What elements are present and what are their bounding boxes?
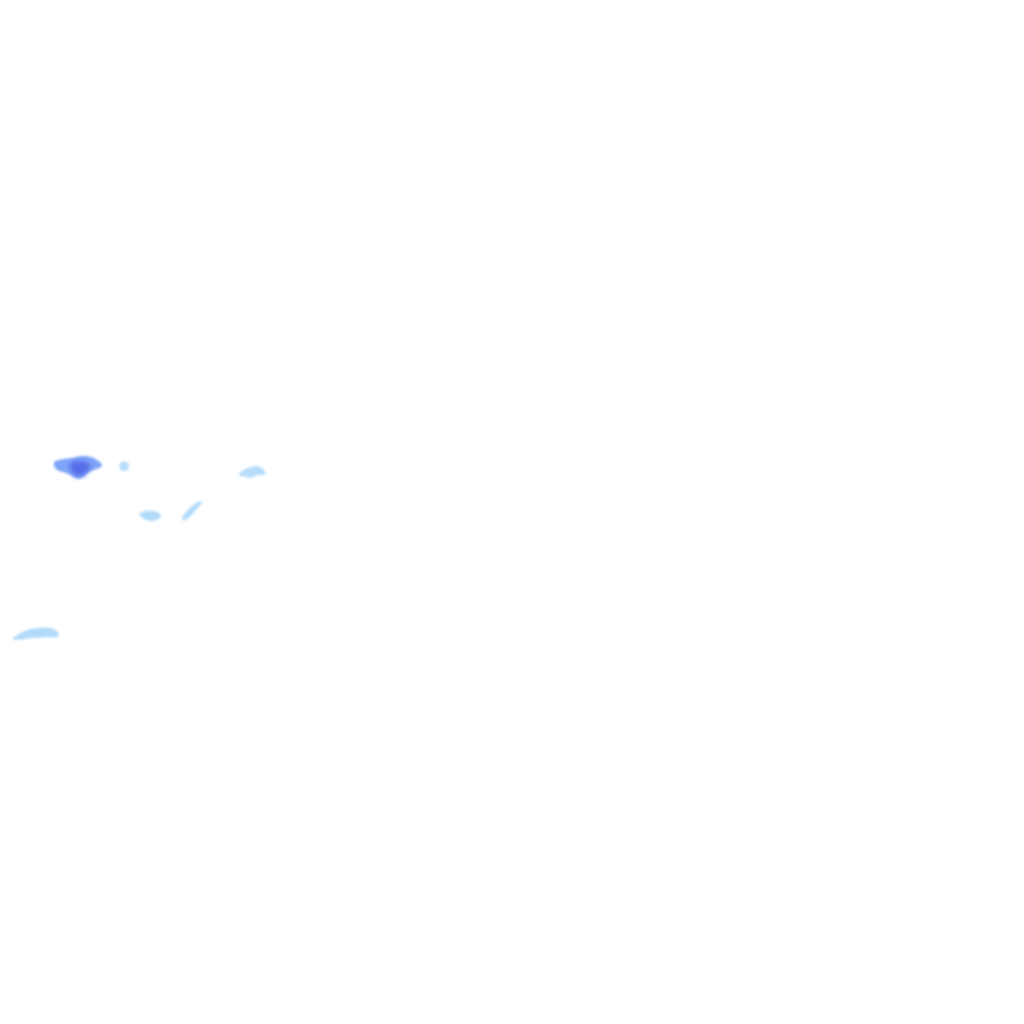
echo-streak-c <box>238 466 266 479</box>
echo-band-f <box>12 627 59 640</box>
echo-patch-d <box>139 510 161 522</box>
echo-cluster-a <box>54 456 102 479</box>
echo-streak-e <box>181 501 202 521</box>
precipitation-layer <box>12 456 266 640</box>
echo-speck-b <box>119 461 129 472</box>
